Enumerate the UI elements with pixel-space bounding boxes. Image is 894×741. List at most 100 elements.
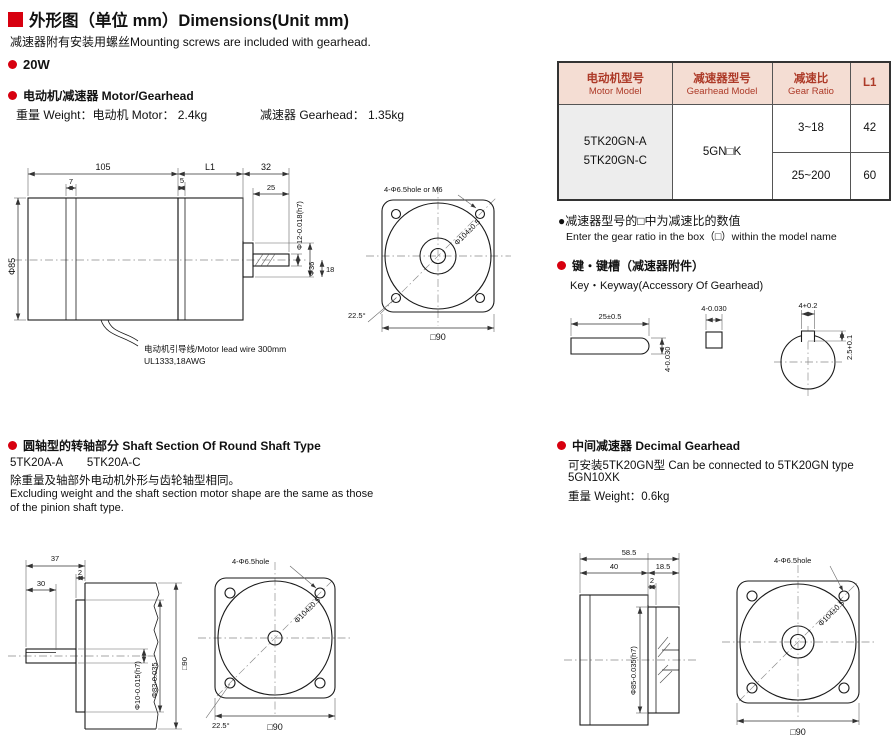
dim-pilot-dia: Φ83-0.035: [150, 662, 159, 698]
bullet-icon: [8, 441, 17, 450]
round-shaft-models: 5TK20A-A 5TK20A-C: [10, 457, 141, 469]
motor-gearhead-dimension-drawing: 105 L1 32 7 5 25 Φ12-0.018(h7) Φ36 18: [7, 162, 511, 366]
page-title-row: 外形图（单位 mm）Dimensions(Unit mm): [8, 7, 349, 31]
decimal-gearhead-side-view-drawing: 58.5 40 18.5 2 Φ85-0.035(h7): [564, 548, 698, 726]
motor-gearhead-title: 电动机/减速器 Motor/Gearhead: [23, 89, 194, 103]
page-subtitle: 减速器附有安装用螺丝Mounting screws are included w…: [10, 35, 371, 49]
decimal-line-3: 重量 Weight：0.6kg: [568, 491, 670, 503]
dim-square-90: □90: [430, 332, 445, 342]
decimal-gearhead-title: 中间减速器 Decimal Gearhead: [572, 439, 741, 453]
section-20w: 20W: [8, 57, 50, 72]
dim-key-length: 25±0.5: [599, 312, 622, 321]
flange-dimensions: 4-Φ6.5hole Φ104±0.5 22.5° □90: [205, 557, 336, 732]
lead-wire-label-2: UL1333,18AWG: [144, 356, 206, 366]
round-shaft-outline: [8, 582, 160, 730]
dim-key-height: 4-0.030: [663, 347, 672, 372]
round-shaft-front-view-drawing: 4-Φ6.5hole Φ104±0.5 22.5° □90: [198, 557, 352, 732]
dim-keyway-depth: 2.5+0.1: [845, 335, 854, 360]
keyway-bore-view: 4+0.2 2.5+0.1: [774, 301, 854, 398]
dim-37: 37: [51, 554, 59, 563]
gearhead-model-cell: 5GN□K: [671, 103, 773, 201]
dim-mounting-holes: 4-Φ6.5hole: [774, 556, 811, 565]
dim-40: 40: [610, 562, 618, 571]
dim-key-section: 4-0.030: [701, 304, 726, 313]
motor-side-view: [14, 197, 306, 321]
dim-square-90: □90: [790, 727, 805, 737]
dim-30: 30: [37, 579, 45, 588]
weight-motor-label: 重量 Weight：电动机 Motor： 2.4kg: [16, 108, 208, 122]
motor-lead-wire: 电动机引导线/Motor lead wire 300mm UL1333,18AW…: [100, 319, 286, 366]
table-row: 5TK20GN-A 5TK20GN-C 5GN□K 3~18 42: [557, 103, 891, 201]
dim-square-90: □90: [180, 657, 189, 670]
key-keyway-drawing: 25±0.5 4-0.030 4-0.030 4+0.2 2: [570, 301, 854, 398]
dim-angle: 22.5°: [212, 721, 230, 730]
decimal-line-2: 5GN10XK: [568, 472, 620, 484]
motor-model-1: 5TK20GN-A: [583, 136, 647, 149]
motor-model-2: 5TK20GN-C: [583, 154, 647, 167]
dim-58-5: 58.5: [622, 548, 637, 557]
dim-bolt-circle: Φ104±0.5: [816, 598, 846, 628]
power-label: 20W: [23, 57, 50, 72]
lead-wire-label-1: 电动机引导线/Motor lead wire 300mm: [144, 344, 286, 354]
decimal-line-1: 可安装5TK20GN型 Can be connected to 5TK20GN …: [568, 460, 854, 472]
dim-angle: 22.5°: [348, 311, 366, 320]
section-round-shaft: 圆轴型的转轴部分 Shaft Section Of Round Shaft Ty…: [8, 437, 321, 454]
section-decimal-gearhead: 中间减速器 Decimal Gearhead: [557, 437, 740, 454]
dim-2: 2: [78, 568, 82, 577]
l1-cell: 42: [849, 103, 891, 153]
round-shaft-dimensions: 37 2 30 Φ10-0.015(h7) Φ83-0.035 □90: [25, 554, 189, 730]
dim-7: 7: [69, 177, 73, 186]
dim-bolt-circle: Φ104±0.5: [452, 217, 482, 247]
decimal-outline: [564, 594, 698, 726]
section-motor-gearhead: 电动机/减速器 Motor/Gearhead: [8, 87, 194, 104]
ratio-cell: 25~200: [771, 151, 851, 201]
dim-32: 32: [261, 162, 271, 172]
page-title: 外形图（单位 mm）Dimensions(Unit mm): [29, 12, 349, 30]
dim-L1: L1: [205, 162, 215, 172]
dim-shaft-dia: Φ10-0.015(h7): [133, 661, 142, 710]
flange-outline: [722, 565, 876, 719]
dim-square-90: □90: [267, 722, 282, 732]
bullet-icon: [8, 91, 17, 100]
table-note-zh: ●减速器型号的□中为减速比的数值: [558, 214, 741, 228]
key-plan-view: 25±0.5 4-0.030: [570, 312, 672, 372]
decimal-dimensions: 58.5 40 18.5 2 Φ85-0.035(h7): [579, 548, 680, 714]
round-shaft-note-zh: 除重量及轴部外电动机外形与齿轮轴型相同。: [10, 475, 240, 487]
dim-105: 105: [95, 162, 110, 172]
dim-body-dia: Φ85: [7, 258, 17, 275]
dim-mounting-holes: 4-Φ6.5hole: [232, 557, 269, 566]
dim-25: 25: [267, 183, 275, 192]
motor-model-cell: 5TK20GN-A 5TK20GN-C: [557, 103, 673, 201]
weight-gearhead-label: 减速器 Gearhead： 1.35kg: [260, 108, 405, 122]
dim-5: 5: [180, 176, 184, 185]
key-cross-section: 4-0.030: [701, 304, 727, 349]
round-shaft-note-en1: Excluding weight and the shaft section m…: [10, 488, 374, 500]
round-shaft-title: 圆轴型的转轴部分 Shaft Section Of Round Shaft Ty…: [23, 439, 321, 453]
round-shaft-side-view-drawing: 37 2 30 Φ10-0.015(h7) Φ83-0.035 □90: [8, 554, 189, 730]
dim-keyway-width: 4+0.2: [799, 301, 818, 310]
dim-boss-dia: Φ36: [307, 262, 316, 276]
table-row: 25~200 60: [558, 151, 891, 201]
decimal-gearhead-front-view-drawing: 4-Φ6.5hole Φ104±0.5 □90: [722, 556, 876, 737]
dim-shaft-dia: Φ12-0.018(h7): [295, 201, 304, 250]
section-key-keyway: 键・键槽（减速器附件）: [557, 257, 704, 274]
motor-dimensions: 105 L1 32 7 5 25 Φ12-0.018(h7) Φ36 18: [7, 162, 334, 321]
col-l1: L1: [849, 61, 891, 105]
dim-bolt-circle: Φ104±0.5: [292, 595, 322, 625]
key-keyway-subtitle: Key・Keyway(Accessory Of Gearhead): [570, 280, 764, 292]
dim-2: 2: [650, 576, 654, 585]
dim-18: 18: [326, 265, 334, 274]
bullet-icon: [557, 441, 566, 450]
gearhead-front-view: [366, 186, 511, 326]
round-shaft-note-en2: of the pinion shaft type.: [10, 502, 124, 514]
bullet-icon: [8, 60, 17, 69]
flange-outline: [198, 562, 352, 716]
gearhead-front-dimensions: 4-Φ6.5hole or M6 Φ104±0.5 22.5° □90: [348, 185, 495, 342]
round-shaft-model-1: 5TK20A-A: [10, 457, 63, 469]
